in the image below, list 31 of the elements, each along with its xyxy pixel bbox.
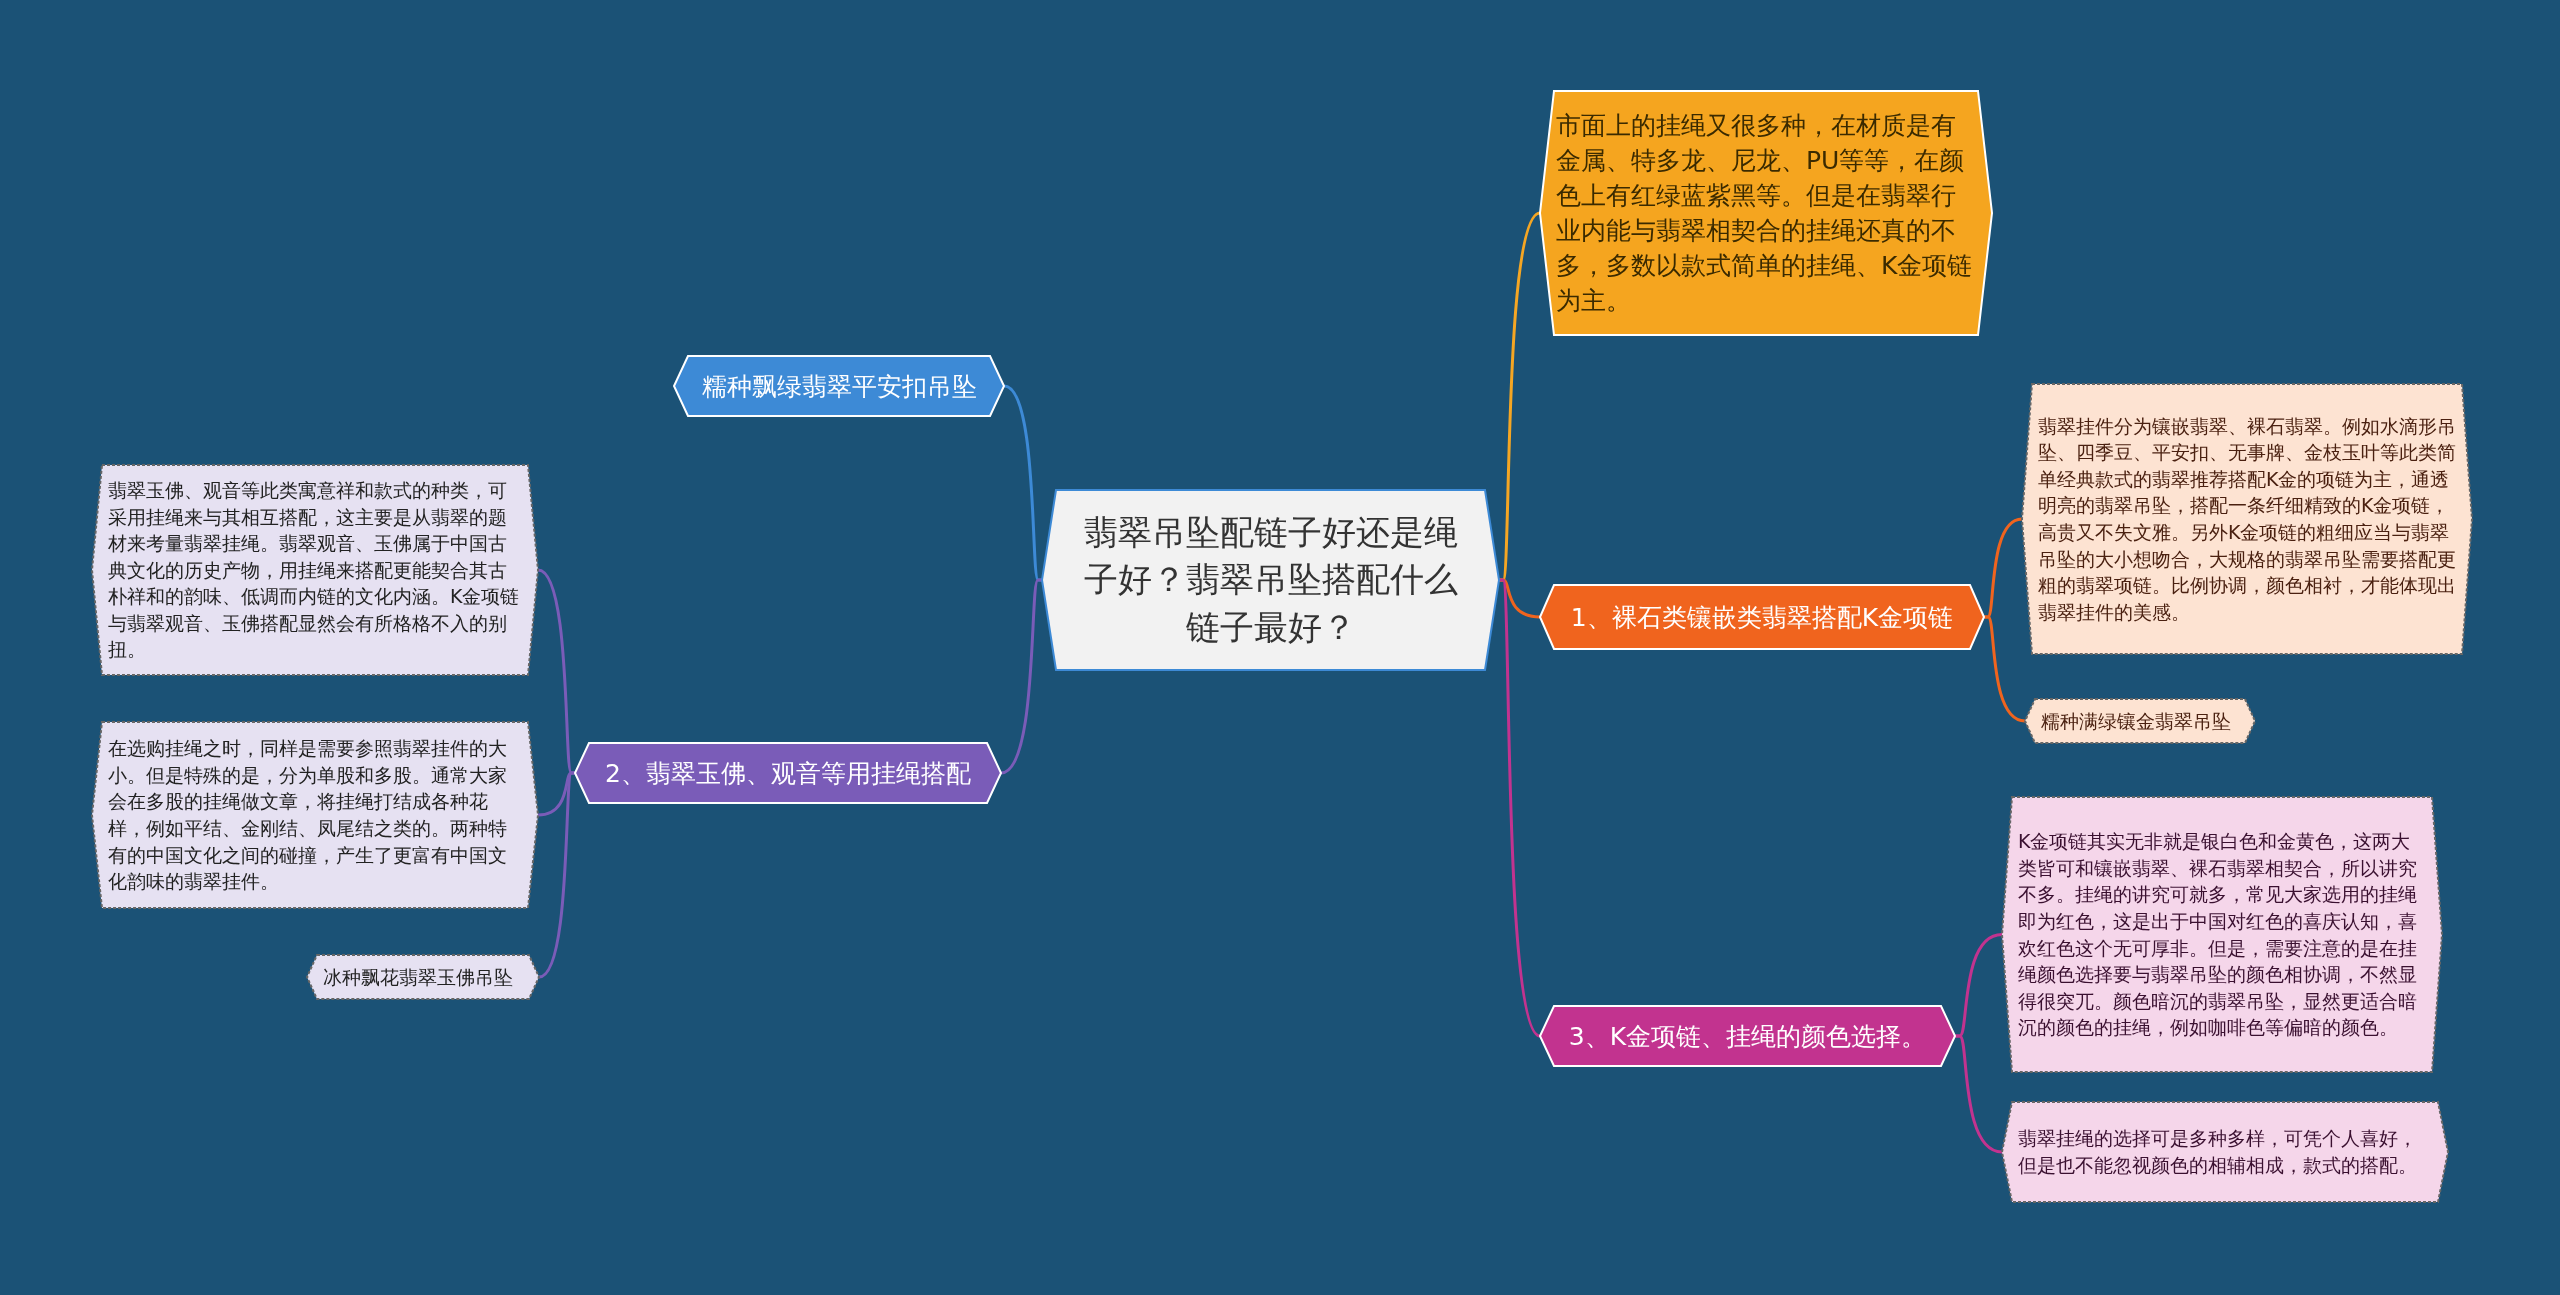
detail-box — [2002, 1102, 2448, 1202]
branch-topic — [1540, 585, 1984, 649]
topic-text: 在选购挂绳之时，同样是需要参照翡翠挂件的大小。但是特殊的是，分为单股和多股。通常大家会在多股的挂绳做文章，将挂绳打结成各种花样，例如平结、金刚结、凤尾结之类的。两种特有的中国文化之间的碰撞，产生了更富有中国文化韵味的翡翠挂件。 — [108, 736, 508, 895]
connector-line — [1000, 578, 1042, 775]
topic-text: 翡翠吊坠配链子好还是绳子好？翡翠吊坠搭配什么链子最好？ — [1082, 510, 1459, 649]
topic-text: 糯种满绿镶金翡翠吊坠 — [2041, 708, 2231, 734]
topic-text: 市面上的挂绳又很多种，在材质是有金属、特多龙、尼龙、PU等等，在颜色上有红绿蓝紫黑等。但是在翡翠行业内能与翡翠相契合的挂绳还真的不多，多数以款式简单的挂绳、K金项链为主。 — [1556, 110, 1974, 317]
topic-text: 冰种飘花翡翠玉佛吊坠 — [323, 964, 513, 990]
subtopic-box — [307, 955, 539, 999]
topic-text: 糯种飘绿翡翠平安扣吊坠 — [701, 370, 977, 403]
detail-box — [92, 722, 538, 908]
topic-text: 1、裸石类镶嵌类翡翠搭配K金项链 — [1570, 601, 1954, 634]
connector-line — [1955, 1034, 2003, 1154]
detail-box — [92, 465, 538, 675]
topic-text: 2、翡翠玉佛、观音等用挂绳搭配 — [605, 757, 971, 790]
topic-text: 翡翠挂绳的选择可是多种多样，可凭个人喜好，但是也不能忽视颜色的相辅相成，款式的搭配。 — [2018, 1126, 2418, 1178]
note-box — [1540, 91, 1992, 335]
topic-text: 翡翠挂件分为镶嵌翡翠、裸石翡翠。例如水滴形吊坠、四季豆、平安扣、无事牌、金枝玉叶等此类简单经典款式的翡翠推荐搭配K金的项链为主，通透明亮的翡翠吊坠，搭配一条纤细精致的K金项链，高贵又不失文雅。另外K金项链的粗细应当与翡翠吊坠的大小想吻合，大规格的翡翠吊坠需要搭配更粗的翡翠项链。比例协调，颜色相衬，才能体现出翡翠挂件的美感。 — [2038, 413, 2456, 625]
connector-line — [1498, 578, 1542, 1038]
connector-line — [1984, 615, 2026, 723]
subtopic-box — [2025, 699, 2255, 743]
topic-text: K金项链其实无非就是银白色和金黄色，这两大类皆可和镶嵌翡翠、裸石翡翠相契合，所以讲究不多。挂绳的讲究可就多，常见大家选用的挂绳即为红色，这是出于中国对红色的喜庆认知，喜欢红色这个无可厚非。但是，需要注意的是在挂绳颜色选择要与翡翠吊坠的颜色相协调，不然显得很突兀。颜色暗沉的翡翠吊坠，显然更适合暗沉的颜色的挂绳，例如咖啡色等偏暗的颜色。 — [2018, 829, 2418, 1041]
topic-text: 翡翠玉佛、观音等此类寓意祥和款式的种类，可采用挂绳来与其相互搭配，这主要是从翡翠的题材来考量翡翠挂绳。翡翠观音、玉佛属于中国古典文化的历史产物，用挂绳来搭配更能契合其古朴祥和的韵味、低调而内链的文化内涵。K金项链与翡翠观音、玉佛搭配显然会有所格格不入的别扭。 — [108, 477, 521, 663]
topic-text: 3、K金项链、挂绳的颜色选择。 — [1568, 1020, 1927, 1053]
central-topic — [1042, 490, 1499, 670]
detail-box — [2022, 384, 2472, 654]
branch-topic — [575, 743, 1001, 803]
branch-topic — [1540, 1006, 1955, 1066]
detail-box — [2002, 797, 2442, 1072]
subtopic-box — [674, 356, 1004, 416]
connector-line — [538, 771, 575, 979]
